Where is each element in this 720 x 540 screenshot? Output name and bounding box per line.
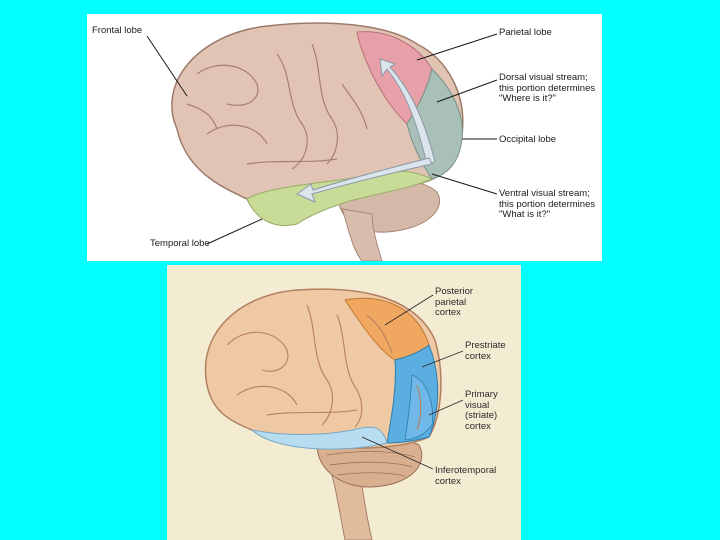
parietal-lobe-label: Parietal lobe — [499, 28, 552, 39]
primary-visual-label: Primary visual (striate) cortex — [465, 390, 498, 432]
visual-cortex-brain-panel: Posterior parietal cortex Prestriate cor… — [167, 265, 521, 540]
ventral-stream-label: Ventral visual stream; this portion dete… — [499, 189, 595, 221]
dorsal-stream-label: Dorsal visual stream; this portion deter… — [499, 73, 595, 105]
frontal-lobe-label: Frontal lobe — [92, 26, 142, 37]
inferotemporal-label: Inferotemporal cortex — [435, 466, 496, 487]
lateral-brain-lobes-panel: Frontal lobe Parietal lobe Dorsal visual… — [87, 14, 602, 261]
posterior-parietal-label: Posterior parietal cortex — [435, 287, 473, 319]
temporal-lobe-label: Temporal lobe — [150, 239, 210, 250]
occipital-lobe-label: Occipital lobe — [499, 135, 556, 146]
prestriate-label: Prestriate cortex — [465, 341, 506, 362]
